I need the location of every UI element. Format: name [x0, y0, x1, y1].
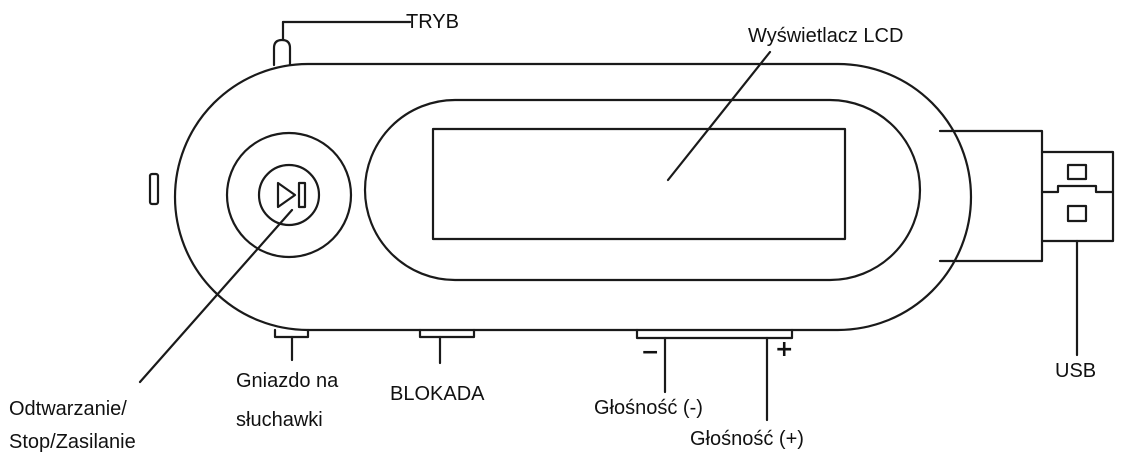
- volume-down-label: Głośność (-): [594, 397, 703, 419]
- volume-rocker-shape: [635, 328, 794, 422]
- device-body-outline: [173, 62, 973, 332]
- lcd-screen-shape: [431, 127, 847, 241]
- play-stop-power-label-line2: Stop/Zasilanie: [9, 431, 136, 453]
- play-button-outer-ring: [225, 131, 353, 259]
- usb-label: USB: [1055, 360, 1097, 382]
- mode-button-shape: [272, 20, 412, 67]
- headphone-jack-shape: [273, 328, 310, 362]
- volume-up-label: Głośność (+): [690, 428, 804, 450]
- play-pause-icon: [276, 181, 307, 209]
- play-stop-power-label-line1: Odtwarzanie/: [9, 398, 127, 420]
- lcd-label: Wyświetlacz LCD: [748, 25, 904, 47]
- lcd-leader-line: [666, 50, 772, 182]
- mode-label: TRYB: [406, 11, 459, 33]
- side-slot-shape: [148, 172, 160, 206]
- headphone-jack-label-line2: słuchawki: [236, 409, 323, 431]
- lock-label: BLOKADA: [390, 383, 485, 405]
- lock-switch-shape: [418, 328, 476, 365]
- headphone-jack-label-line1: Gniazdo na: [236, 370, 339, 392]
- screen-frame-outline: [363, 98, 922, 282]
- minus-symbol: −: [641, 340, 660, 365]
- play-button-inner-ring: [257, 163, 321, 227]
- play-leader-line: [138, 208, 294, 384]
- usb-connector-shape: [938, 129, 1115, 263]
- plus-symbol: +: [775, 337, 794, 362]
